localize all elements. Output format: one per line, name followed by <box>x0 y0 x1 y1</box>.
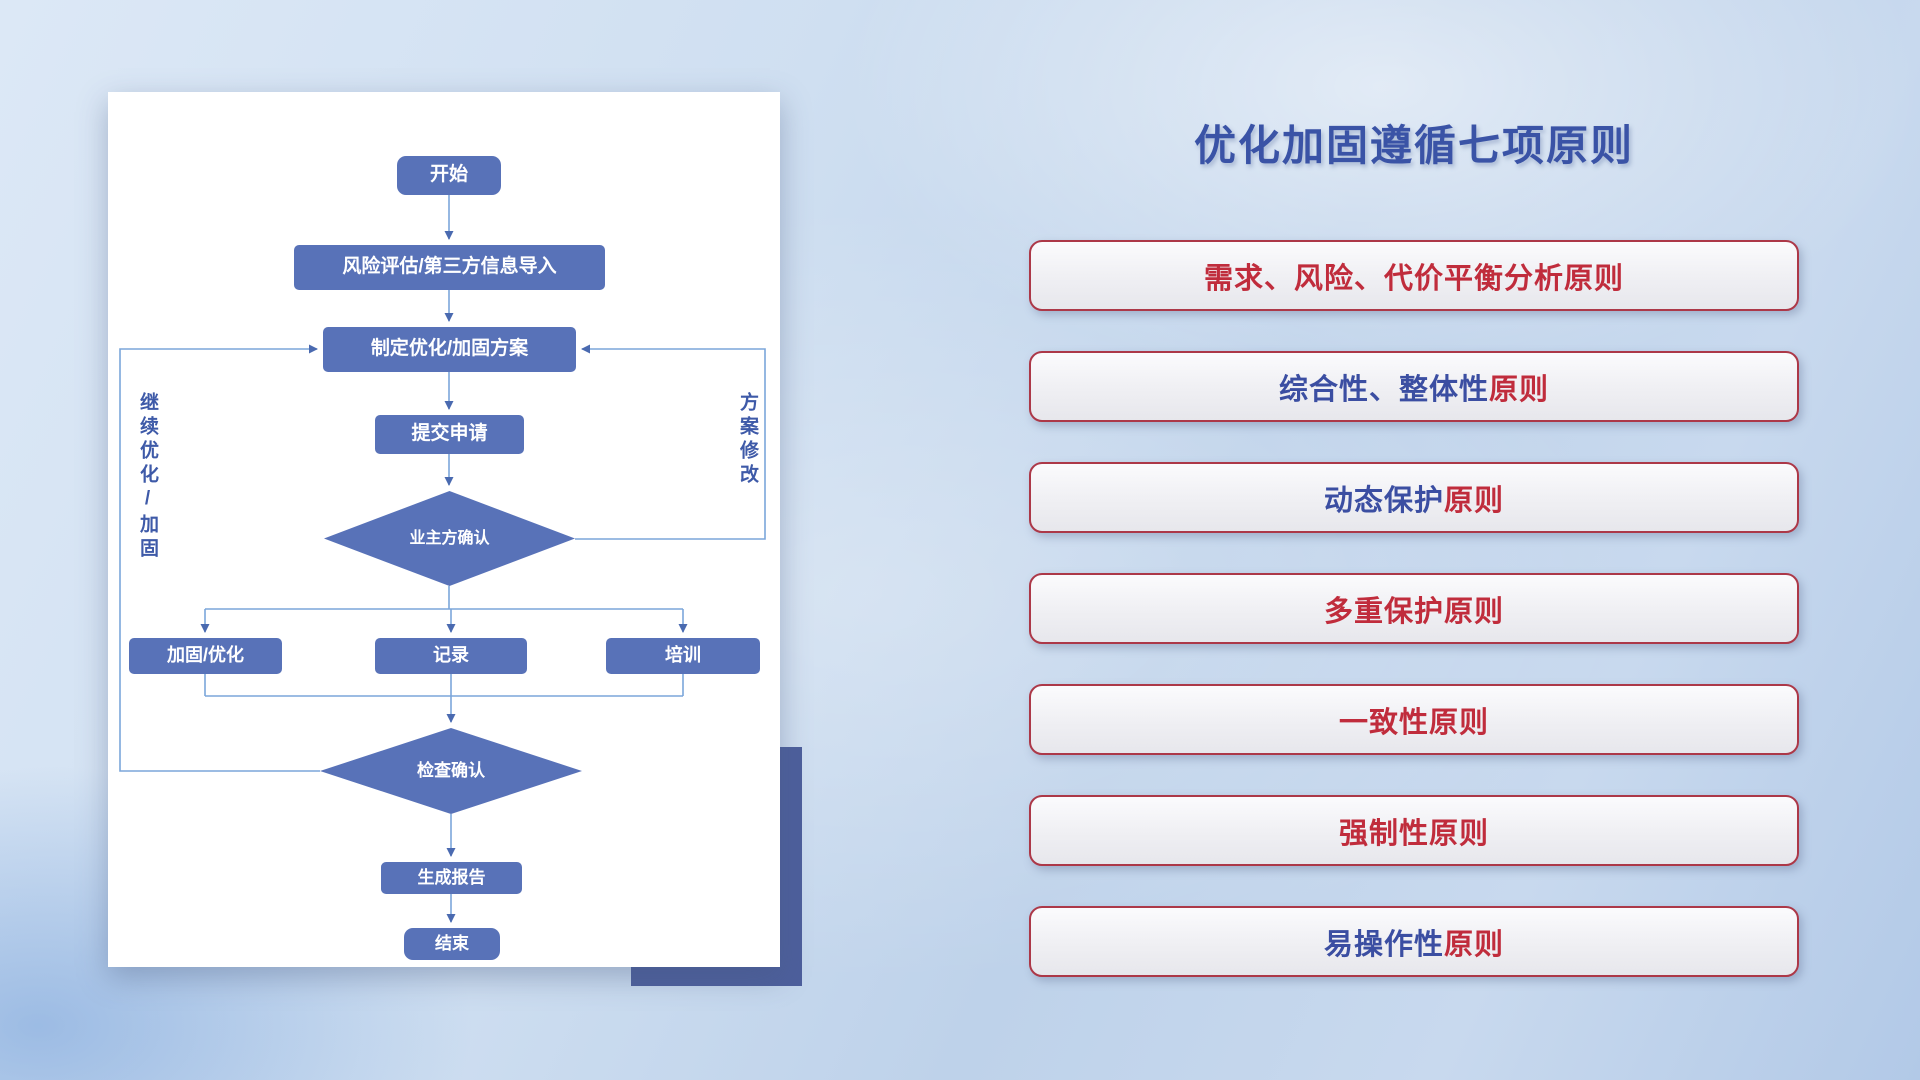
principle-text: 需求、风险、代价平衡分析原则 <box>1203 262 1624 295</box>
principle-text: 原则 <box>1444 484 1505 517</box>
principle-text: 原则 <box>1444 928 1505 961</box>
flow-node-make-plan: 制定优化/加固方案 <box>323 327 576 372</box>
page-title: 优化加固遵循七项原则 <box>1193 122 1634 169</box>
principle-text: 易操作性 <box>1323 928 1444 961</box>
principle-text: 动态保护 <box>1323 484 1444 517</box>
principle-card-3: 动态保护 原则 <box>1029 462 1799 533</box>
flow-node-record: 记录 <box>375 638 527 674</box>
principle-text: 一致性原则 <box>1338 706 1489 739</box>
loop-label-plan-modify: 方案修改 <box>737 392 758 488</box>
principle-text: 强制性原则 <box>1338 817 1489 850</box>
principle-card-1: 需求、风险、代价平衡分析原则 <box>1029 240 1799 311</box>
principle-card-2: 综合性、整体性 原则 <box>1029 351 1799 422</box>
principle-text: 原则 <box>1489 373 1550 406</box>
flowchart-connectors <box>119 195 766 923</box>
principle-card-4: 多重保护原则 <box>1029 573 1799 644</box>
principle-card-6: 强制性原则 <box>1029 795 1799 866</box>
flow-node-risk-import: 风险评估/第三方信息导入 <box>294 245 605 290</box>
flow-node-submit: 提交申请 <box>375 415 524 454</box>
loop-label-continue-optimize: 继续优化/加固 <box>137 392 158 562</box>
principle-text: 多重保护原则 <box>1323 595 1504 628</box>
principle-text: 综合性、整体性 <box>1278 373 1489 406</box>
flow-node-report: 生成报告 <box>381 862 522 894</box>
flowchart-card: 开始 风险评估/第三方信息导入 制定优化/加固方案 提交申请 业主方确认 加固/… <box>108 92 780 967</box>
principle-card-5: 一致性原则 <box>1029 684 1799 755</box>
flow-node-end: 结束 <box>404 928 500 960</box>
flow-node-training: 培训 <box>606 638 760 674</box>
principles-panel: 优化加固遵循七项原则 需求、风险、代价平衡分析原则 综合性、整体性 原则 动态保… <box>1029 0 1799 1080</box>
flow-node-harden: 加固/优化 <box>129 638 282 674</box>
principle-card-7: 易操作性 原则 <box>1029 906 1799 977</box>
flow-node-start: 开始 <box>397 156 501 195</box>
